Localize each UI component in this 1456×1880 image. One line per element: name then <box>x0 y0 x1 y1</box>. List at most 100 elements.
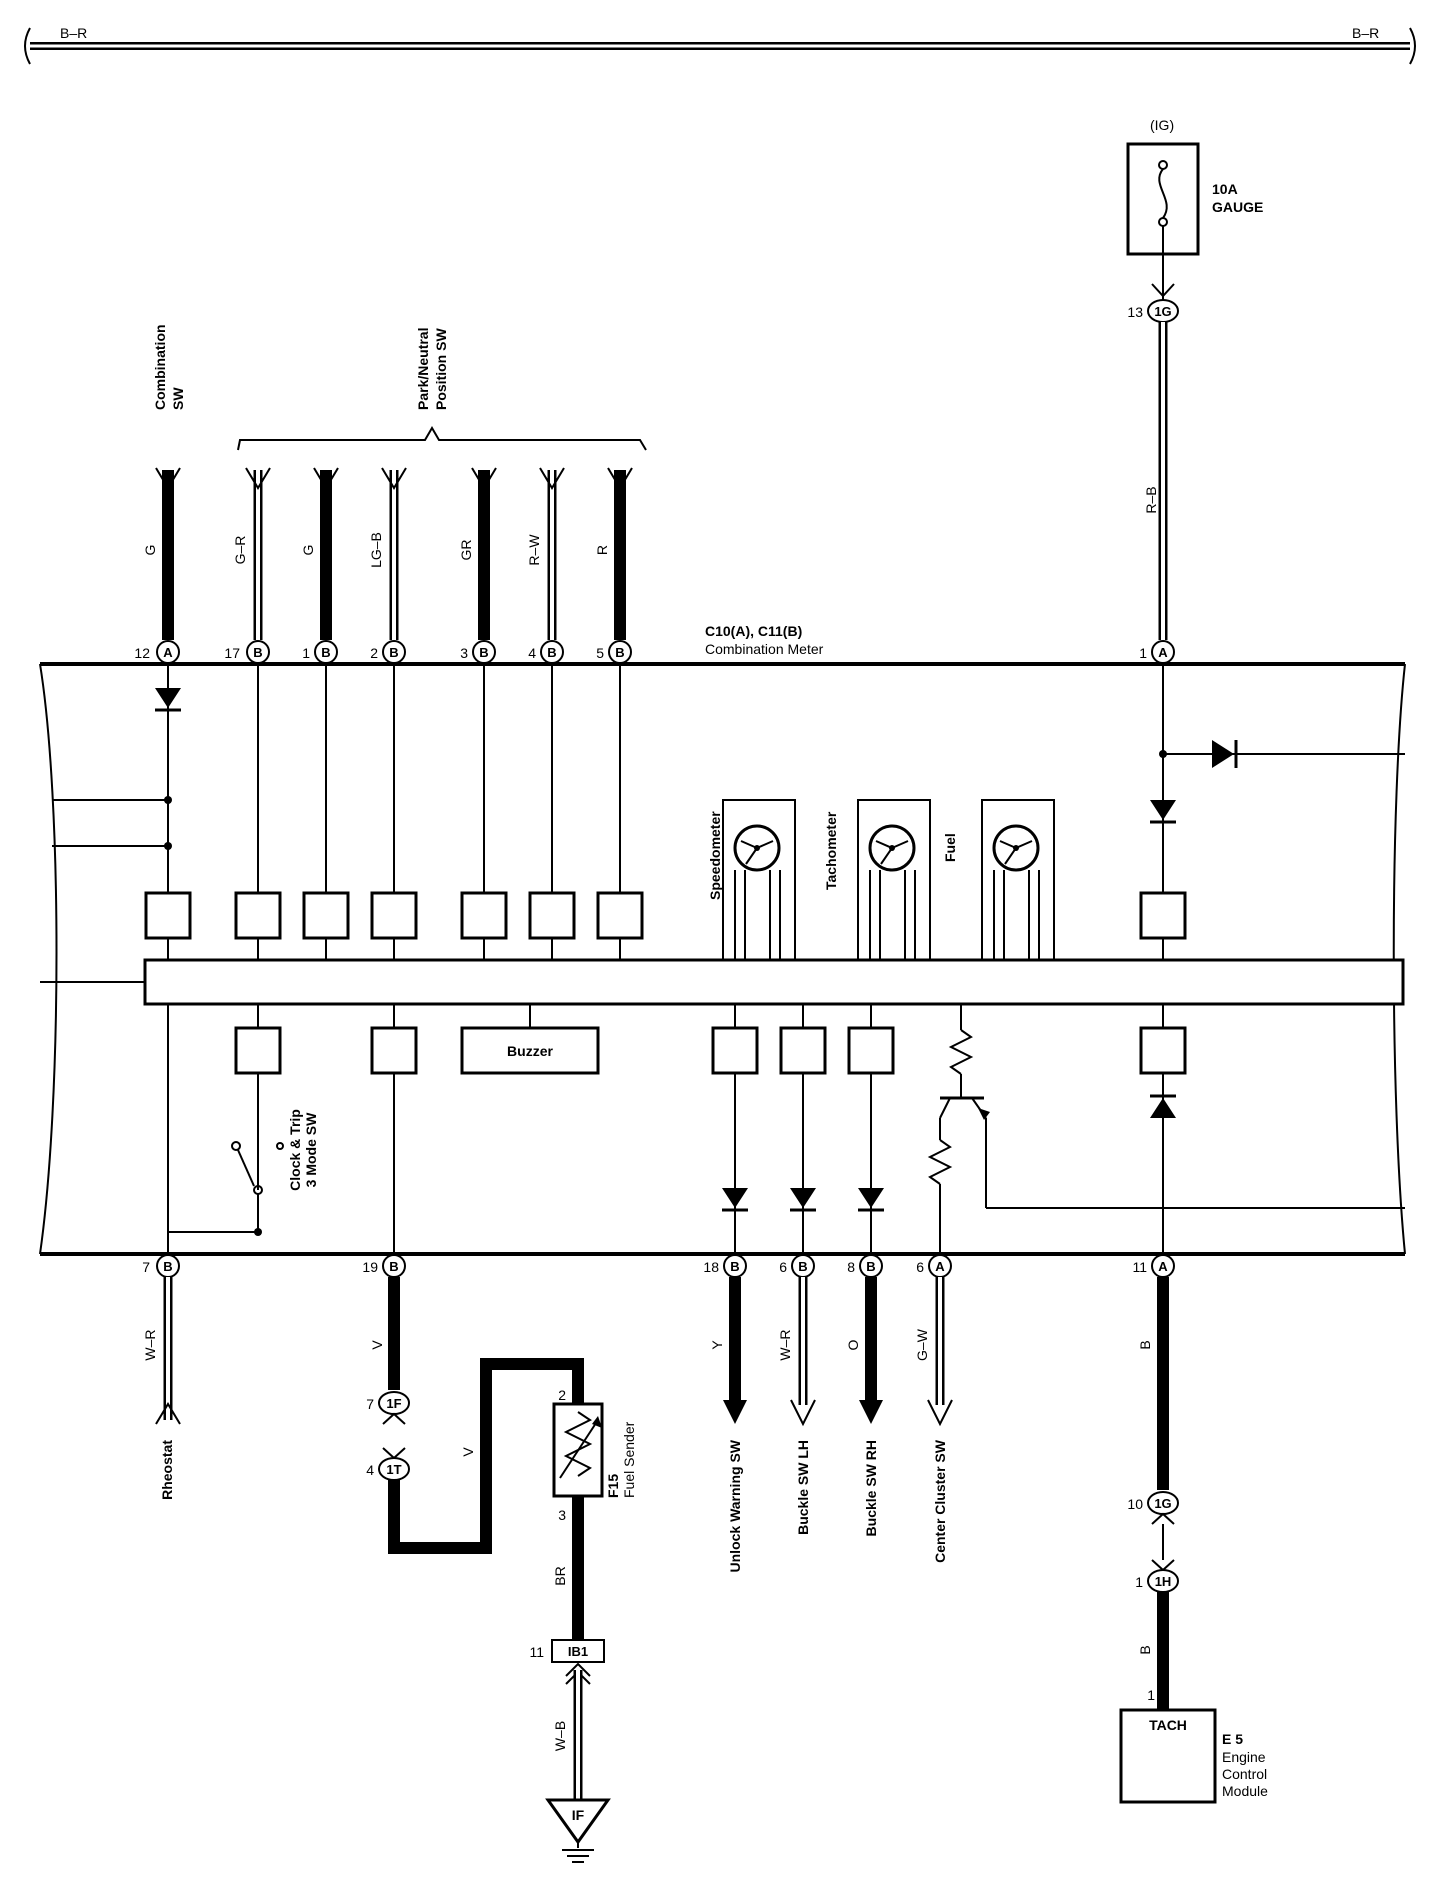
pin-8b-conn: B <box>866 1259 875 1274</box>
fuel-sender-code: F15 <box>605 1474 621 1498</box>
wire-label-2b: LG–B <box>368 532 384 568</box>
pin-11a-conn: A <box>1158 1259 1168 1274</box>
junction-1f-pin: 7 <box>366 1396 374 1412</box>
pin-1a-number: 1 <box>1139 645 1147 661</box>
pin-12-number: 12 <box>134 645 150 661</box>
wire-label-4b: R–W <box>526 534 542 566</box>
junction-1g-bottom-pin: 10 <box>1127 1496 1143 1512</box>
pin-2b-conn: B <box>389 645 398 660</box>
buzzer-label: Buzzer <box>507 1043 553 1059</box>
dest-buckle-sw-lh: Buckle SW LH <box>795 1440 811 1535</box>
junction-1h-id: 1H <box>1155 1574 1172 1589</box>
fuse-rating: 10A <box>1212 181 1238 197</box>
junction-1g-pin: 13 <box>1127 304 1143 320</box>
bus-right-label: B–R <box>1352 25 1379 41</box>
wire-label-18b: Y <box>709 1340 725 1350</box>
pin-18b-number: 18 <box>703 1259 719 1275</box>
pin-5b-conn: B <box>615 645 624 660</box>
pin-12-conn: A <box>163 645 173 660</box>
park-neutral-line1: Park/Neutral <box>415 328 431 410</box>
wire-label-17b: G–R <box>232 536 248 565</box>
junction-1t-id: 1T <box>386 1462 401 1477</box>
fuel-sender-pin-top: 2 <box>558 1387 566 1403</box>
pin-6a-conn: A <box>935 1259 945 1274</box>
junction-1g-id: 1G <box>1154 304 1171 319</box>
fuse-ig-label: (IG) <box>1150 117 1174 133</box>
pin-19b-number: 19 <box>362 1259 378 1275</box>
internal-lower-wiring: Clock & Trip 3 Mode SW Buzzer <box>167 1004 1405 1254</box>
pin-11a-number: 11 <box>1132 1259 1147 1275</box>
top-wires <box>155 467 633 640</box>
pin-4b-conn: B <box>547 645 556 660</box>
junction-1f-id: 1F <box>386 1396 401 1411</box>
internal-upper-wiring <box>144 663 644 960</box>
wire-label-12a: G <box>142 545 158 556</box>
clock-trip-line1: Clock & Trip <box>287 1109 303 1191</box>
pin-18b-conn: B <box>730 1259 739 1274</box>
ecm-terminal: TACH <box>1149 1717 1187 1733</box>
pin-19b-conn: B <box>389 1259 398 1274</box>
fuel-gauge-label: Fuel <box>942 833 958 862</box>
wire-label-ecm: B <box>1137 1645 1153 1654</box>
pin-7b-conn: B <box>163 1259 172 1274</box>
pin-3b-conn: B <box>479 645 488 660</box>
speedometer-label: Speedometer <box>707 811 723 900</box>
wire-label-w-b: W–B <box>552 1721 568 1751</box>
clock-trip-line2: 3 Mode SW <box>303 1112 319 1187</box>
pin-2b-number: 2 <box>370 645 378 661</box>
pin-7b-number: 7 <box>142 1259 150 1275</box>
ib1-pin: 11 <box>529 1644 544 1660</box>
tach-circuit: 1G 10 1H 1 B 1 TACH E 5 Engine Control M… <box>1119 1277 1268 1804</box>
junction-1t-pin: 4 <box>366 1462 374 1478</box>
pin-17-conn: B <box>253 645 262 660</box>
right-upper-wiring <box>1139 663 1405 960</box>
bus-b-r: B–R B–R <box>24 25 1416 65</box>
pin-5b-number: 5 <box>596 645 604 661</box>
combination-sw-line1: Combination <box>152 324 168 410</box>
wire-label-6a: G–W <box>914 1328 930 1361</box>
ecm-pin: 1 <box>1147 1687 1155 1703</box>
junction-1g-top: 1G 13 <box>1127 283 1179 323</box>
pin-1b-conn: B <box>321 645 330 660</box>
wire-label-6b: W–R <box>777 1329 793 1360</box>
pin-17-number: 17 <box>224 645 240 661</box>
ecm-name-line2: Control <box>1222 1766 1267 1782</box>
bottom-pin-connectors: B 7 B 19 B 18 B 6 B 8 A 6 A 11 <box>142 1254 1175 1278</box>
ecm-name-line1: Engine <box>1222 1749 1266 1765</box>
wire-label-8b: O <box>845 1339 861 1350</box>
wire-label-19b: V <box>369 1340 385 1350</box>
ecm-code: E 5 <box>1222 1731 1243 1747</box>
bus-left-label: B–R <box>60 25 87 41</box>
meter-connector-ids: C10(A), C11(B) <box>705 623 802 639</box>
fuse-name: GAUGE <box>1212 199 1263 215</box>
meter-name: Combination Meter <box>705 641 824 657</box>
wire-label-3b: GR <box>458 540 474 561</box>
dest-unlock-warning-sw: Unlock Warning SW <box>727 1439 743 1572</box>
park-neutral-line2: Position SW <box>433 328 449 410</box>
fuel-sender-name: Fuel Sender <box>621 1421 637 1498</box>
pin-3b-number: 3 <box>460 645 468 661</box>
dest-center-cluster-sw: Center Cluster SW <box>932 1439 948 1563</box>
ground-id: IF <box>572 1807 585 1823</box>
junction-1h-pin: 1 <box>1135 1574 1143 1590</box>
pin-6b-number: 6 <box>779 1259 787 1275</box>
fuse-10a-gauge: (IG) 10A GAUGE <box>1126 117 1263 300</box>
ecm-name-line3: Module <box>1222 1783 1268 1799</box>
wire-label-11a: B <box>1137 1340 1153 1349</box>
wire-label-7b: W–R <box>142 1329 158 1360</box>
combination-sw-line2: SW <box>170 387 186 410</box>
ib1-id: IB1 <box>568 1644 588 1659</box>
pin-6a-number: 6 <box>916 1259 924 1275</box>
fuel-sender-pin-bottom: 3 <box>558 1507 566 1523</box>
dest-rheostat: Rheostat <box>159 1440 175 1500</box>
combination-meter-body <box>39 662 1406 1256</box>
pin-4b-number: 4 <box>528 645 536 661</box>
wire-r-b-label: R–B <box>1143 486 1159 513</box>
pin-6b-conn: B <box>798 1259 807 1274</box>
pin-8b-number: 8 <box>847 1259 855 1275</box>
tachometer-label: Tachometer <box>823 811 839 890</box>
fuel-sender-circuit: 1F 7 1T 4 V 2 3 F15 Fuel Sender BR IB1 1… <box>366 1277 637 1863</box>
wire-label-5b: R <box>594 545 610 555</box>
pin-1a-conn: A <box>1158 645 1168 660</box>
